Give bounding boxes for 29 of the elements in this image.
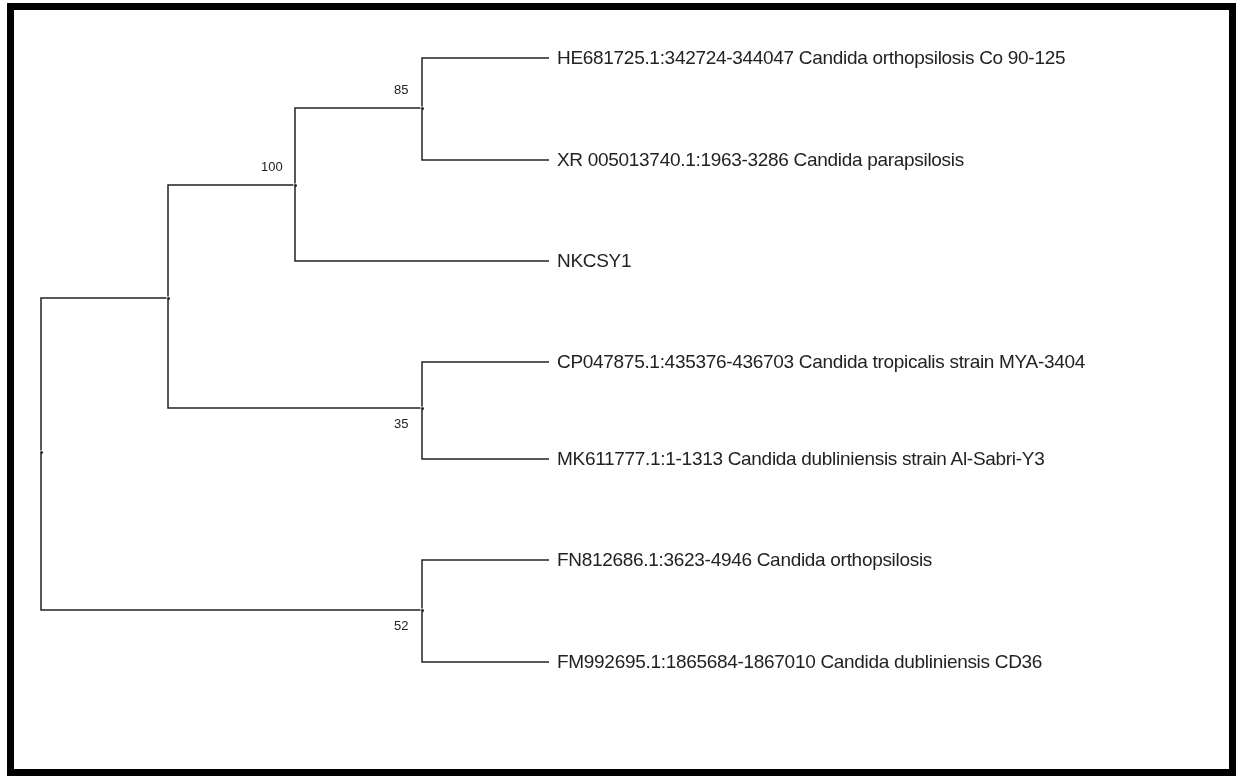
tree-branch: [167, 298, 422, 409]
tree-branch: [421, 610, 550, 663]
tree-branch: [421, 361, 550, 408]
branch-node: [293, 183, 297, 187]
taxon-label: HE681725.1:342724-344047 Candida orthopsilosis Co 90-125: [556, 46, 1066, 70]
tree-branch: [40, 452, 422, 611]
branch-node: [166, 296, 170, 300]
branch-node: [420, 106, 424, 110]
tree-branch: [421, 57, 550, 108]
tree-branch: [40, 297, 168, 452]
bootstrap-value: 52: [394, 618, 409, 634]
taxon-label: FN812686.1:3623-4946 Candida orthopsilosis: [556, 548, 933, 572]
taxon-label: NKCSY1: [556, 249, 632, 273]
tree-branch: [294, 185, 550, 262]
bootstrap-value: 35: [394, 416, 409, 432]
taxon-label: MK611777.1:1-1313 Candida dubliniensis strain Al-Sabri-Y3: [556, 447, 1045, 471]
tree-branch: [421, 559, 550, 610]
bootstrap-value: 85: [394, 82, 409, 98]
taxon-label: FM992695.1:1865684-1867010 Candida dubliniensis CD36: [556, 650, 1043, 674]
tree-branch: [167, 184, 295, 298]
branch-node: [420, 608, 424, 612]
branch-node: [420, 406, 424, 410]
tree-branch: [294, 107, 422, 185]
taxon-label: CP047875.1:435376-436703 Candida tropicalis strain MYA-3404: [556, 350, 1086, 374]
branch-node: [39, 450, 43, 454]
taxon-label: XR 005013740.1:1963-3286 Candida parapsilosis: [556, 148, 964, 172]
tree-branch: [421, 408, 550, 460]
tree-branch: [421, 108, 550, 161]
bootstrap-value: 100: [261, 159, 283, 175]
